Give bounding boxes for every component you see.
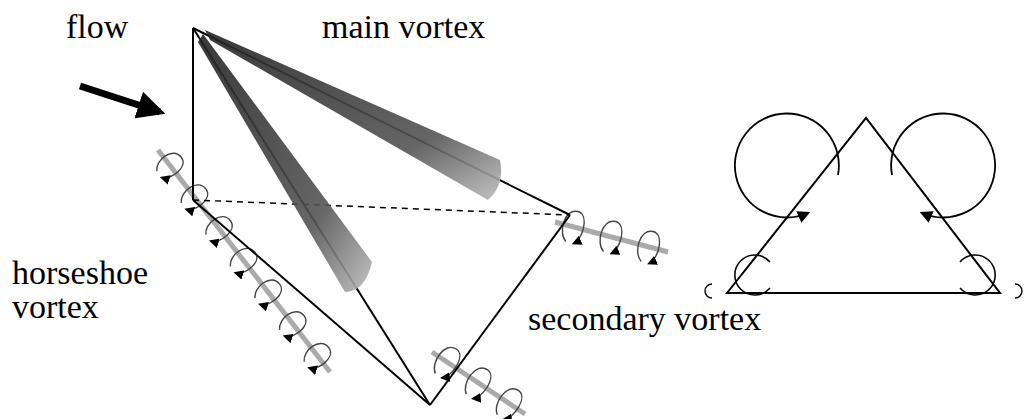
secondary-vortex-circle <box>735 255 770 295</box>
vortex-loop <box>491 384 526 419</box>
loop-stroke <box>634 229 662 265</box>
body-edge <box>192 28 194 200</box>
vortex-loop <box>559 209 587 245</box>
vortex-loop <box>634 229 662 265</box>
vortex-loop <box>597 219 625 255</box>
loop-stroke <box>226 244 261 277</box>
main-vortex-cone <box>198 34 372 292</box>
tertiary-vortex-circle <box>1015 284 1022 298</box>
vortex-loop <box>202 212 237 245</box>
main-vortex-circle <box>891 113 995 217</box>
vortex-loop <box>226 244 261 277</box>
secondary-axis <box>555 222 668 252</box>
vortex-loop <box>177 180 212 213</box>
vortex-loops <box>152 149 662 419</box>
loop-stroke <box>300 339 335 372</box>
loop-stroke <box>559 209 587 245</box>
vortex-loop <box>429 343 464 381</box>
loop-stroke <box>597 219 625 255</box>
secondary-vortex-circle <box>960 255 995 295</box>
vortex-loop <box>152 149 187 182</box>
loop-stroke <box>460 364 495 402</box>
flow-arrow <box>80 86 160 112</box>
loop-stroke <box>152 149 187 182</box>
loop-stroke <box>429 343 464 381</box>
vortex-loop <box>251 275 286 308</box>
loop-stroke <box>251 275 286 308</box>
vortex-label: flow <box>66 10 128 44</box>
tertiary-vortex-circle <box>705 284 712 298</box>
hidden-edge <box>193 200 570 215</box>
body-edges <box>193 28 570 405</box>
loop-stroke <box>275 307 310 340</box>
main-vortex-circle <box>735 113 839 217</box>
vortex-loop <box>300 339 335 372</box>
loop-stroke <box>491 384 526 419</box>
vortex-label: horseshoe vortex <box>12 256 192 324</box>
vortex-loop <box>460 364 495 402</box>
section-triangle <box>727 118 1000 293</box>
cross-section <box>705 113 1022 298</box>
loop-stroke <box>202 212 237 245</box>
vortex-loop <box>275 307 310 340</box>
vortex-label: secondary vortex <box>528 302 761 336</box>
vortex-label: main vortex <box>322 10 485 44</box>
loop-stroke <box>177 180 212 213</box>
